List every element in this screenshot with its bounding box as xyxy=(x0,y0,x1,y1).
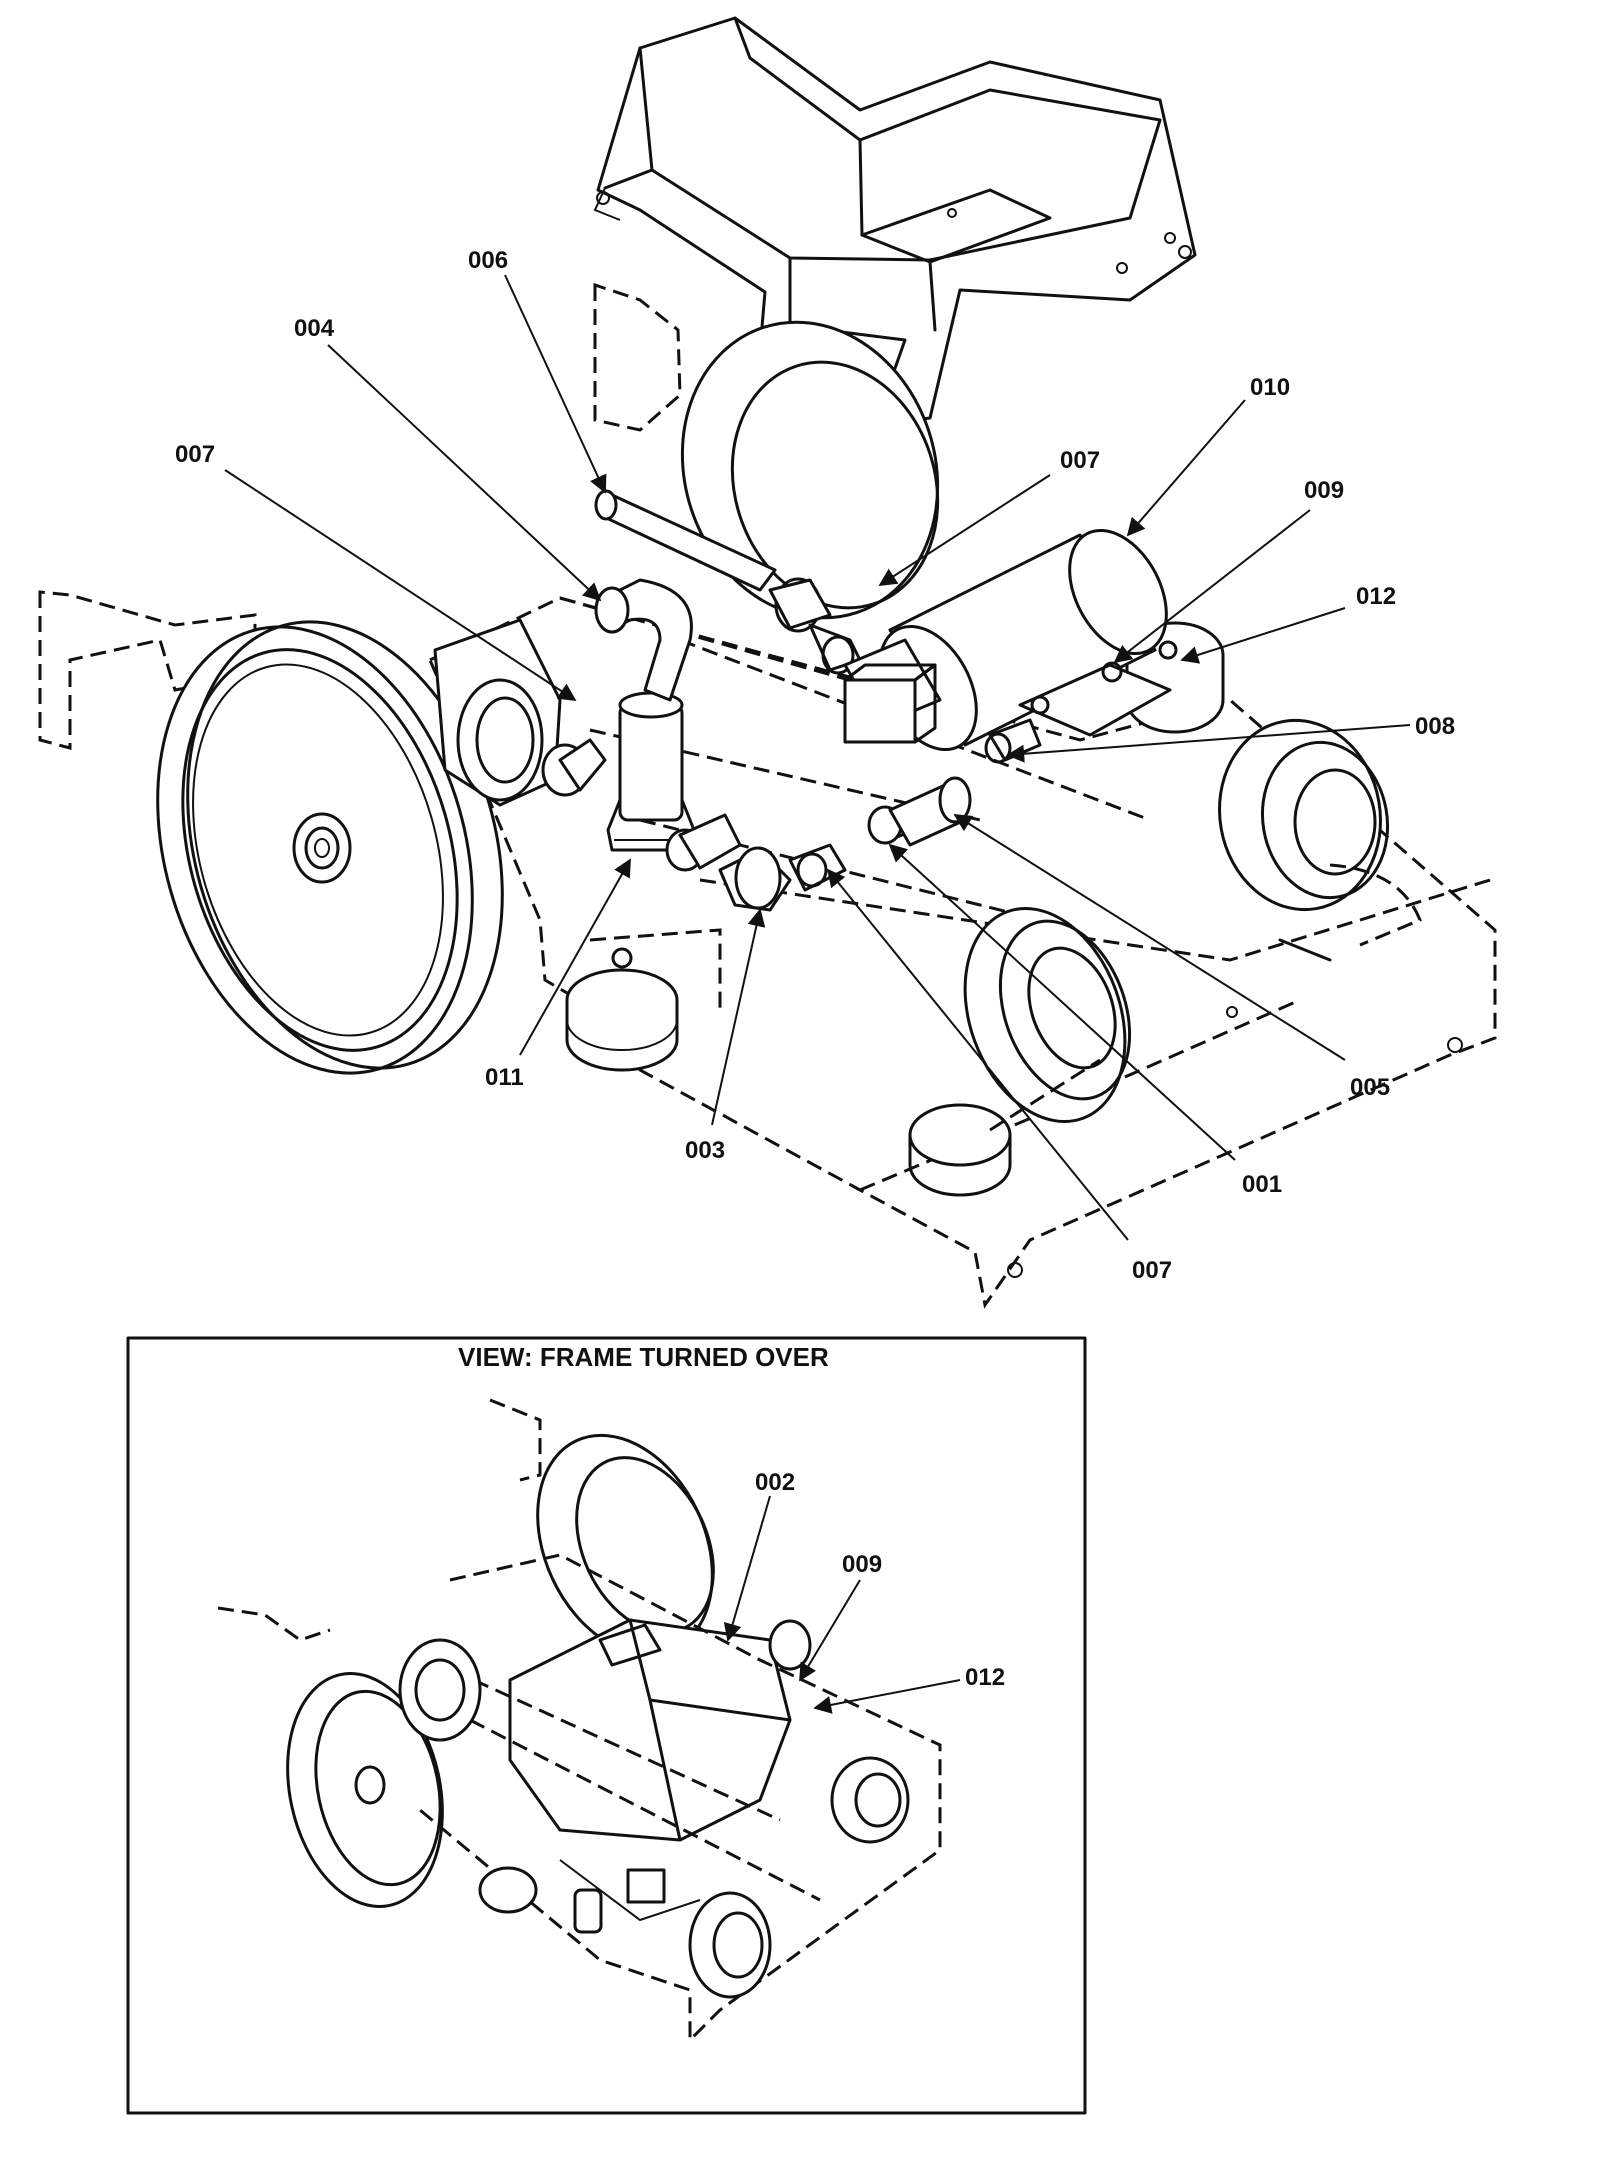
left-wheel xyxy=(156,620,504,1075)
rear-drum-wheel xyxy=(680,320,940,620)
inset-callout-012: 012 xyxy=(965,1664,1005,1691)
right-caster-wheel xyxy=(1218,718,1422,962)
top-cover-shroud xyxy=(593,16,1197,427)
callout-011: 011 xyxy=(485,1064,524,1091)
callout-003: 003 xyxy=(685,1137,725,1164)
motor-cylinder-010 xyxy=(843,528,1168,752)
left-handle-bracket xyxy=(38,282,682,750)
main-assembly-view xyxy=(38,16,1497,1309)
inset-leaders xyxy=(723,1495,961,1714)
inset-callout-009: 009 xyxy=(842,1551,882,1578)
callout-009: 009 xyxy=(1304,477,1344,504)
callout-005: 005 xyxy=(1350,1074,1390,1101)
callout-012: 012 xyxy=(1356,583,1396,610)
inset-frame-turned-over: VIEW: FRAME TURNED OVER xyxy=(126,1336,1087,2115)
callout-010: 010 xyxy=(1250,374,1290,401)
mount-bracket xyxy=(984,661,1172,764)
callout-007-left: 007 xyxy=(175,441,215,468)
inset-assembly xyxy=(217,1398,942,2044)
connector-005 xyxy=(888,776,972,847)
inset-title: VIEW: FRAME TURNED OVER xyxy=(458,1342,829,1372)
left-pump-assembly xyxy=(433,618,562,807)
inset-border xyxy=(126,1336,1087,2115)
callout-001: 001 xyxy=(1242,1171,1282,1198)
center-valves xyxy=(768,577,862,675)
inset-callout-002: 002 xyxy=(755,1469,795,1496)
callout-008: 008 xyxy=(1415,713,1455,740)
center-caster-wheel xyxy=(908,906,1132,1197)
callout-007-bottom: 007 xyxy=(1132,1257,1172,1284)
filter-canister xyxy=(606,691,696,852)
callout-004: 004 xyxy=(294,315,335,342)
main-leaders xyxy=(224,274,1411,1241)
tube-006 xyxy=(594,489,777,592)
callout-007-top: 007 xyxy=(1060,447,1100,474)
callout-006: 006 xyxy=(468,247,508,274)
left-caster xyxy=(565,928,722,1072)
main-callout-labels: 006 004 007 007 010 009 012 008 011 003 … xyxy=(175,247,1455,1284)
